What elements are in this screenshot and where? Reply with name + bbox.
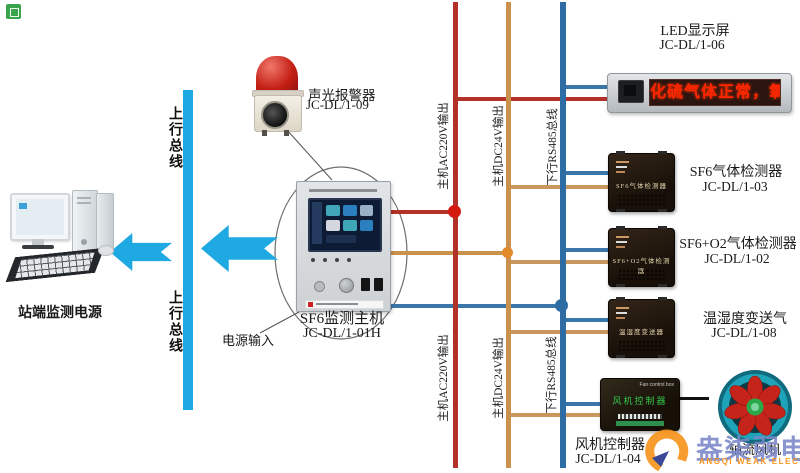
fan-controller-illustration: Fan control box 风机控制器 (600, 378, 680, 431)
powerinput-to-host-line (259, 311, 300, 334)
host-switch-1 (361, 278, 370, 291)
dc24-junction-dot (502, 247, 513, 258)
host-model-label: JC-DL/1-01H (303, 326, 381, 341)
led-screen-text: 化硫气体正常，氧 (650, 84, 781, 101)
alarm-name-label: 声光报警器 (308, 88, 376, 103)
sf6-detector-name-label: SF6气体检测器 (689, 165, 783, 180)
rs485-bus-label-bottom: 下行RS485总线 (546, 336, 558, 414)
corner-badge-icon (6, 4, 21, 19)
led-display-illustration: 化硫气体正常，氧 (607, 73, 792, 113)
rs485-junction-dot (555, 299, 568, 312)
alarm-speaker-icon (261, 101, 289, 129)
led-ac220-line (456, 97, 608, 101)
host-ac220-line (390, 210, 455, 214)
ac220-junction-dot (448, 205, 461, 218)
watermark-logo-icon (645, 429, 689, 471)
temp-humidity-panel-text: 温湿度变送器 (619, 329, 664, 336)
axial-fan-name-label: 轴流风机 (728, 442, 781, 457)
temp-humidity-model-label: JC-DL/1-08 (711, 325, 777, 340)
rs485-bus-label-top: 下行RS485总线 (547, 108, 559, 186)
dc24-bus-label-bottom: 主机DC24V输出 (493, 337, 505, 419)
axial-fan-illustration (718, 370, 792, 444)
host-led-row (311, 258, 361, 262)
temp-humidity-illustration: 温湿度变送器 (608, 297, 675, 358)
uplink-bus-label-bottom: 上行总线 (167, 290, 182, 354)
pc-tower2-icon (96, 193, 114, 253)
led-display-name-label: LED显示屏 (660, 24, 730, 39)
alarm-beacon-illustration (252, 56, 304, 136)
host-title-microtext (309, 189, 377, 192)
sf6o2-detector-model-label: JC-DL/1-02 (704, 251, 770, 266)
watermark-en-text: ANGQI WEAK ELECTRICITY (699, 457, 800, 466)
fan-controller-terminals (618, 414, 662, 419)
rs485-bus (560, 2, 566, 468)
led-display-model-label: JC-DL/1-06 (659, 37, 725, 52)
workstation-illustration (4, 185, 116, 295)
led-display-sensor (618, 80, 644, 103)
sf6-detector-panel-text: SF6气体检测器 (616, 183, 667, 190)
fan-link-line (680, 397, 709, 400)
fan-controller-panel-text: 风机控制器 (612, 396, 668, 406)
host-rs485-line (390, 304, 562, 308)
keyboard-icon (3, 248, 107, 283)
dc24-bus-label-top: 主机DC24V输出 (493, 105, 505, 187)
sf6-detector-illustration: SF6气体检测器 (608, 151, 675, 212)
alarm-foot-right (284, 130, 289, 136)
host-dc24-line (390, 251, 508, 255)
led-rs485-line (563, 85, 608, 89)
uplink-bus-bar (183, 90, 193, 410)
det3-dc24-line (509, 330, 608, 334)
host-knob-small (314, 281, 325, 292)
monitor-icon (10, 193, 70, 241)
host-brand-strip (305, 300, 384, 309)
host-switch-2 (374, 278, 383, 291)
power-input-label: 电源输入 (222, 333, 275, 348)
fan-controller-topbar-text: Fan control box (639, 382, 674, 388)
alarm-foot-left (262, 130, 267, 136)
sf6o2-detector-name-label: SF6+O2气体检测器 (679, 237, 797, 252)
monitor-stand (32, 239, 44, 245)
led-display-screen: 化硫气体正常，氧 (649, 79, 781, 106)
fanctrl-rs485-line (564, 402, 600, 406)
ac220-bus-label-top: 主机AC220V输出 (438, 102, 450, 190)
host-touchscreen (308, 198, 382, 252)
fan-controller-name-label: 风机控制器 (575, 438, 645, 453)
host-name-label: SF6监测主机 (299, 311, 385, 327)
corner-badge-glyph (10, 8, 19, 17)
ac220-bus-label-bottom: 主机AC220V输出 (438, 334, 450, 422)
fan-controller-terminal-strip (616, 421, 664, 426)
station-label: 站端监测电源 (18, 306, 102, 321)
det1-rs485-line (564, 171, 612, 175)
sf6o2-detector-illustration: SF6+O2气体检测器 (608, 226, 675, 287)
fan-controller-model-label: JC-DL/1-04 (575, 451, 641, 466)
alarm-to-host-line (286, 129, 333, 181)
fanctrl-dc24-line (509, 413, 600, 417)
det2-rs485-line (564, 248, 612, 252)
mouse-icon (98, 245, 114, 256)
temp-humidity-name-label: 温湿度变送气 (703, 312, 787, 327)
host-device-illustration (296, 181, 391, 312)
monitor-base (22, 245, 54, 249)
det3-rs485-line (564, 318, 608, 322)
sf6-detector-model-label: JC-DL/1-03 (702, 179, 768, 194)
ac220-bus (453, 2, 458, 468)
alarm-model-label: JC-DL/1-09 (306, 97, 369, 112)
dc24-bus (506, 2, 511, 468)
watermark-cn-text: 盎柒弱电 (696, 435, 800, 465)
alarm-dome (256, 56, 298, 92)
host-knob-large (339, 278, 354, 293)
pc-tower-icon (72, 190, 98, 254)
uplink-bus-label-top: 上行总线 (167, 106, 182, 170)
